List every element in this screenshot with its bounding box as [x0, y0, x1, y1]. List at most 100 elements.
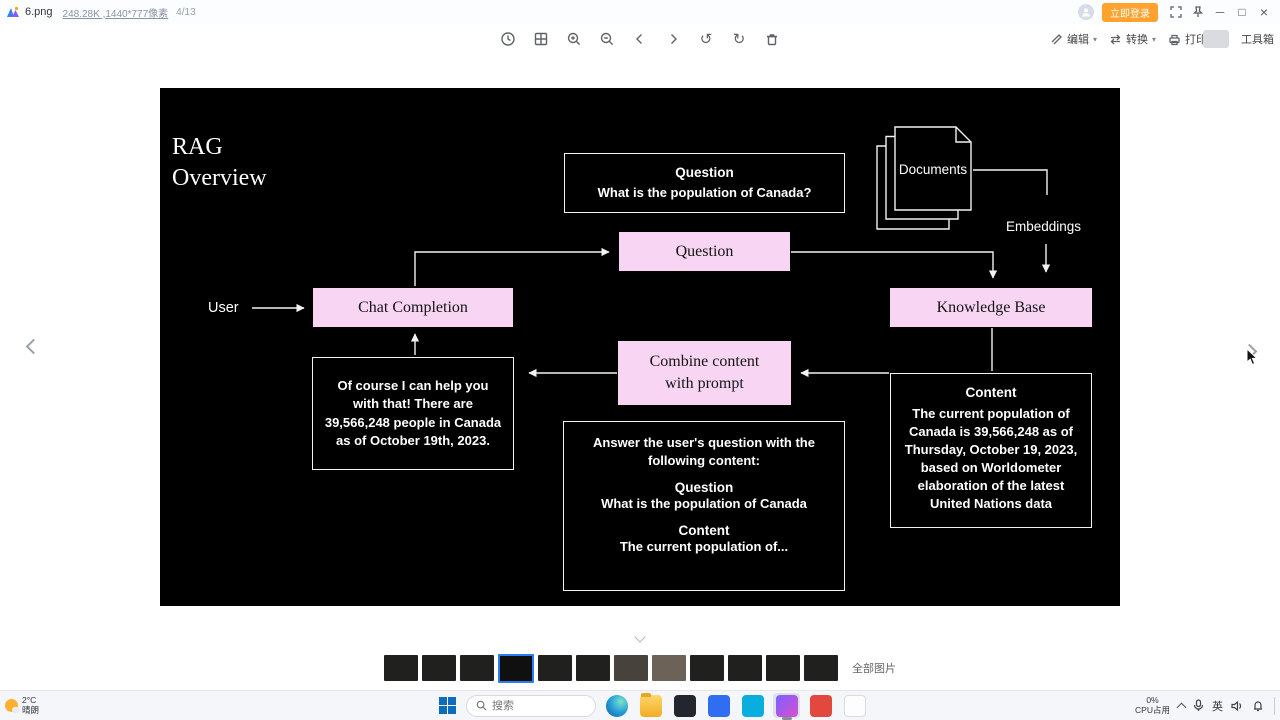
filmstrip-thumbnail[interactable] [766, 655, 800, 681]
trash-icon [767, 34, 777, 46]
rotate-right-button[interactable]: ↻ [729, 29, 749, 49]
login-button[interactable]: 立即登录 [1102, 2, 1158, 22]
all-images-button[interactable]: 全部图片 [852, 663, 896, 675]
language-indicator[interactable]: 英 [1212, 700, 1223, 713]
show-desktop-button[interactable] [1274, 696, 1275, 715]
filmstrip-thumbnail[interactable] [728, 655, 762, 681]
search-input[interactable] [492, 699, 578, 712]
diagram-title: RAG Overview [172, 132, 267, 194]
prompt-question-title: Question [674, 480, 734, 495]
toolbar-center: ↺ ↻ [0, 29, 1280, 49]
file-meta-link[interactable]: 248.28K ,1440*777像素 [62, 8, 169, 20]
taskbar-app-teal[interactable] [739, 693, 766, 718]
printer-icon [1169, 34, 1180, 45]
cpu-monitor[interactable]: 0% CPU占用 [1135, 695, 1170, 715]
microphone-icon[interactable] [1193, 699, 1204, 712]
previous-image-nav-button[interactable] [18, 331, 48, 361]
volume-icon[interactable] [1231, 700, 1244, 712]
dark-app-icon [673, 694, 696, 717]
edit-label: 编辑 [1066, 34, 1089, 46]
filmstrip-thumbnail[interactable] [652, 655, 686, 681]
image-info-button[interactable] [498, 29, 518, 49]
blue-app-icon [707, 694, 730, 717]
taskbar-app-edge[interactable] [603, 693, 630, 718]
convert-button[interactable]: 转换 ▾ [1109, 31, 1156, 47]
zoom-in-icon [567, 32, 581, 46]
search-icon [476, 700, 487, 711]
taskbar-center [436, 692, 868, 718]
close-button[interactable]: × [1259, 4, 1269, 20]
rotate-left-button[interactable]: ↺ [696, 29, 716, 49]
grid-icon [534, 32, 548, 46]
system-tray: 0% CPU占用 英 [1135, 695, 1275, 715]
filmstrip-thumbnail[interactable] [384, 655, 418, 681]
filmstrip-thumbnail[interactable] [460, 655, 494, 681]
user-avatar[interactable] [1078, 4, 1094, 20]
documents-label: Documents [899, 162, 968, 177]
convert-icon [1110, 34, 1121, 44]
chat-completion-node: Chat Completion [313, 288, 513, 327]
image-viewer-icon [775, 694, 798, 717]
caret-down-icon: ▾ [1151, 34, 1156, 44]
weather-widget[interactable]: 2°C 晴朗 [5, 695, 40, 715]
zoom-out-button[interactable] [597, 29, 617, 49]
combine-node: Combine content with prompt [618, 341, 791, 405]
folder-icon [639, 692, 662, 717]
filmstrip-thumbnail[interactable] [576, 655, 610, 681]
fullscreen-icon [1170, 6, 1182, 18]
question-box-body: What is the population of Canada? [597, 184, 812, 200]
edit-button[interactable]: 编辑 ▾ [1050, 31, 1097, 47]
user-label: User [208, 300, 239, 316]
convert-label: 转换 [1125, 34, 1148, 46]
toolbox-label: 工具箱 [1241, 34, 1274, 46]
delete-button[interactable] [762, 29, 782, 49]
filmstrip-thumbnail[interactable] [422, 655, 456, 681]
taskbar-search[interactable] [466, 694, 596, 717]
weather-temp: 2°C [22, 695, 37, 705]
filmstrip-thumbnail[interactable] [498, 653, 534, 683]
taskbar-app-file-explorer[interactable] [637, 692, 664, 718]
knowledge-base-node: Knowledge Base [890, 288, 1092, 327]
weather-condition: 晴朗 [22, 704, 40, 715]
question-detail-box: Question What is the population of Canad… [564, 153, 845, 213]
thumbnail-grid-button[interactable] [531, 29, 551, 49]
chevron-down-icon [634, 631, 646, 643]
taskbar-app-dark[interactable] [671, 693, 698, 718]
red-app-icon [809, 694, 832, 717]
embeddings-label: Embeddings [1006, 219, 1082, 234]
filmstrip-thumbnail[interactable] [538, 655, 572, 681]
taskbar-app-red[interactable] [807, 693, 834, 718]
previous-image-button[interactable] [630, 29, 650, 49]
zoom-in-button[interactable] [564, 29, 584, 49]
toolbox-button[interactable]: 工具箱 [1241, 31, 1274, 47]
minimize-button[interactable]: ─ [1215, 5, 1225, 19]
taskbar-app-light[interactable] [841, 693, 868, 718]
light-app-icon [843, 694, 866, 717]
start-button[interactable] [436, 694, 459, 717]
next-image-button[interactable] [663, 29, 683, 49]
prompt-box: Answer the user's question with the foll… [563, 421, 845, 591]
app-logo-icon [7, 6, 19, 17]
prompt-content-body: The current population of... [619, 539, 789, 554]
response-box: Of course I can help you with that! Ther… [312, 357, 514, 470]
filmstrip-thumbnail[interactable] [690, 655, 724, 681]
maximize-button[interactable]: □ [1238, 5, 1246, 19]
print-label: 打印 [1185, 34, 1207, 46]
pin-icon [1192, 6, 1204, 17]
notification-icon[interactable] [1252, 700, 1264, 712]
toolbar: ↺ ↻ 编辑 ▾ 转换 ▾ 打印 工具箱 [0, 24, 1280, 54]
rotate-left-icon: ↺ [699, 29, 713, 48]
caret-down-icon: ▾ [1092, 34, 1097, 44]
taskbar-app-blue[interactable] [705, 693, 732, 718]
question-box-title: Question [675, 164, 734, 180]
fullscreen-button[interactable] [1166, 3, 1186, 21]
taskbar-app-image-viewer[interactable] [773, 693, 800, 718]
content-box-title: Content [965, 385, 1017, 400]
filmstrip-collapse-handle[interactable] [0, 631, 1280, 643]
filmstrip-thumbnail[interactable] [804, 655, 838, 681]
filmstrip-thumbnail[interactable] [614, 655, 648, 681]
pin-button[interactable] [1188, 3, 1208, 21]
print-button[interactable]: 打印 [1168, 31, 1207, 47]
tray-expand-button[interactable] [1176, 702, 1187, 712]
toolbox-hover-highlight [1203, 30, 1229, 48]
